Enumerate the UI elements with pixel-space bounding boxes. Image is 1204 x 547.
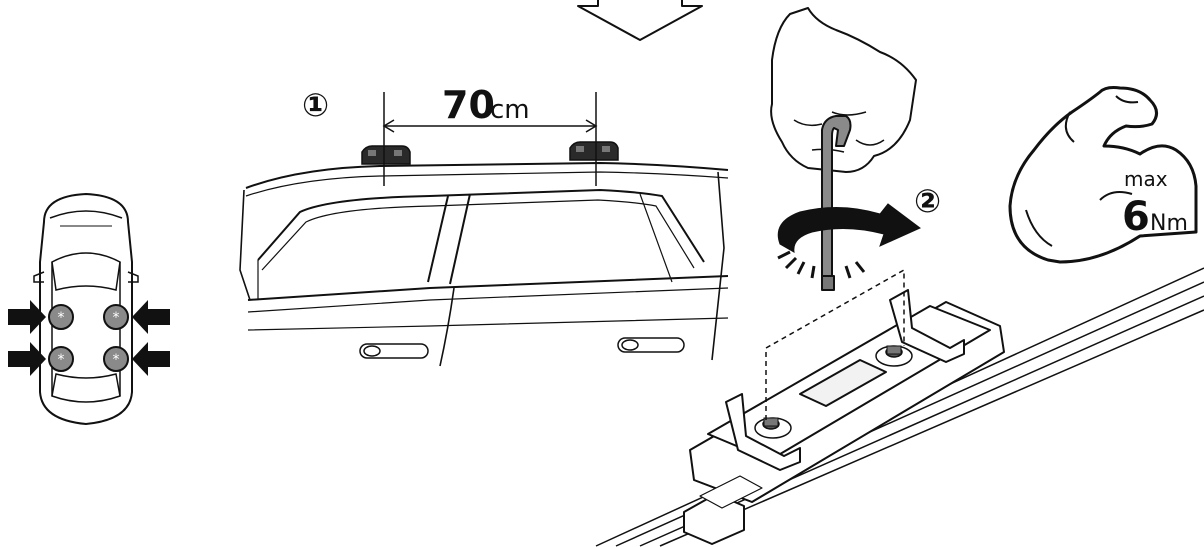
pointer-arrow-icon xyxy=(132,300,170,334)
roof-mount-points: * * * * xyxy=(48,304,129,372)
bracket-bolt-left xyxy=(754,417,792,439)
bracket-right-clip xyxy=(889,289,965,363)
car-left-mirror xyxy=(33,271,45,283)
bracket-bolts xyxy=(754,345,913,439)
hand-icon xyxy=(770,7,917,173)
car-rear-window xyxy=(51,373,121,403)
mount-point-rear-left: * xyxy=(48,346,74,372)
svg-text:*: * xyxy=(58,352,65,368)
car-hood-line xyxy=(49,210,123,219)
roof-foot-front xyxy=(361,145,411,165)
car-windows-frame xyxy=(257,188,705,263)
mount-point-front-left: * xyxy=(48,304,74,330)
distance-dimension xyxy=(382,92,598,186)
distance-value: 70 xyxy=(442,83,495,127)
pointer-arrow-icon xyxy=(132,342,170,376)
torque-unit: Nm xyxy=(1150,211,1188,236)
pointer-arrow-icon xyxy=(8,342,46,376)
svg-text:*: * xyxy=(58,310,65,326)
mount-point-rear-right: * xyxy=(103,346,129,372)
step-2-label: ② xyxy=(914,182,941,220)
guide-lines xyxy=(765,268,905,420)
car-belt-line xyxy=(247,275,729,301)
car-roof-line xyxy=(245,161,729,189)
pointer-arrows xyxy=(8,300,170,376)
bicep-icon xyxy=(1008,86,1198,264)
car-body-outline xyxy=(39,192,133,426)
car-body-crease xyxy=(247,317,729,331)
door-handles xyxy=(359,337,685,359)
car-door-seam xyxy=(439,287,455,367)
mount-point-front-right: * xyxy=(103,304,129,330)
bracket-bolt-right xyxy=(875,345,913,367)
car-right-mirror xyxy=(127,271,139,283)
car-windshield xyxy=(51,252,121,291)
bracket-slot xyxy=(799,359,887,407)
roof-feet xyxy=(361,141,619,165)
hex-key-icon xyxy=(821,115,852,291)
svg-text:*: * xyxy=(113,310,120,326)
bracket-left-clip xyxy=(725,393,801,471)
step-1-label: ① xyxy=(302,86,329,124)
distance-unit: cm xyxy=(490,95,530,125)
down-arrow-icon xyxy=(577,0,703,41)
roof-foot-rear xyxy=(569,141,619,161)
pointer-arrow-icon xyxy=(8,300,46,334)
rotation-arrow-icon xyxy=(777,203,921,279)
torque-max-label: max xyxy=(1124,167,1168,191)
torque-value: 6 xyxy=(1122,194,1150,240)
car-side-view xyxy=(239,161,729,367)
svg-text:*: * xyxy=(113,352,120,368)
